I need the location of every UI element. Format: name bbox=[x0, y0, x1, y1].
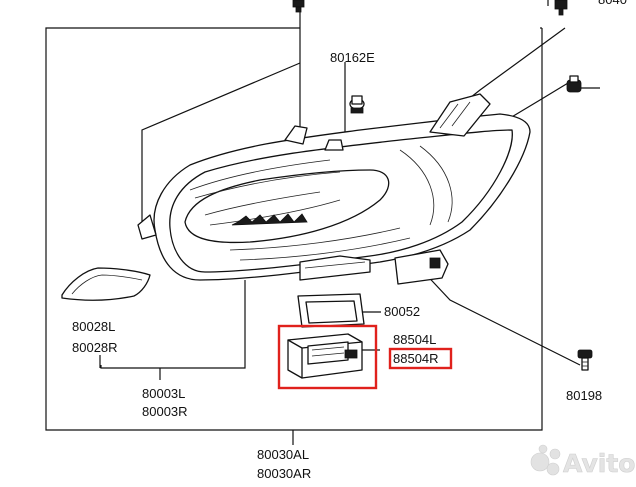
label-88504R: 88504R bbox=[393, 351, 439, 366]
highlight-box-88504R bbox=[388, 347, 453, 370]
label-80028R: 80028R bbox=[72, 340, 118, 355]
top-right-screw-icon bbox=[554, 0, 568, 16]
label-80030AL: 80030AL bbox=[257, 447, 309, 462]
avito-watermark: Avito bbox=[530, 444, 636, 478]
label-88504L: 88504L bbox=[393, 332, 436, 347]
label-80162E: 80162E bbox=[330, 50, 375, 65]
module-88504-icon bbox=[287, 333, 363, 379]
highlight-box-module bbox=[277, 324, 378, 390]
label-80030AR: 80030AR bbox=[257, 466, 311, 481]
assembly-frame bbox=[45, 27, 543, 431]
gasket-80052-icon bbox=[297, 293, 365, 328]
label-top-partial: 8040 bbox=[598, 0, 627, 7]
label-80003L: 80003L bbox=[142, 386, 185, 401]
label-80003R: 80003R bbox=[142, 404, 188, 419]
avito-watermark-text: Avito bbox=[563, 449, 635, 478]
avito-logo-dots-icon bbox=[530, 444, 561, 476]
screw-80198-icon bbox=[577, 349, 593, 371]
label-80052: 80052 bbox=[384, 304, 420, 319]
clip-icon bbox=[566, 75, 582, 93]
bulb-80162E-icon bbox=[349, 95, 365, 114]
cover-80028-icon bbox=[61, 267, 151, 301]
label-80198: 80198 bbox=[566, 388, 602, 403]
headlamp-housing bbox=[137, 93, 531, 285]
label-80028L: 80028L bbox=[72, 319, 115, 334]
top-bolt-icon bbox=[292, 0, 305, 13]
